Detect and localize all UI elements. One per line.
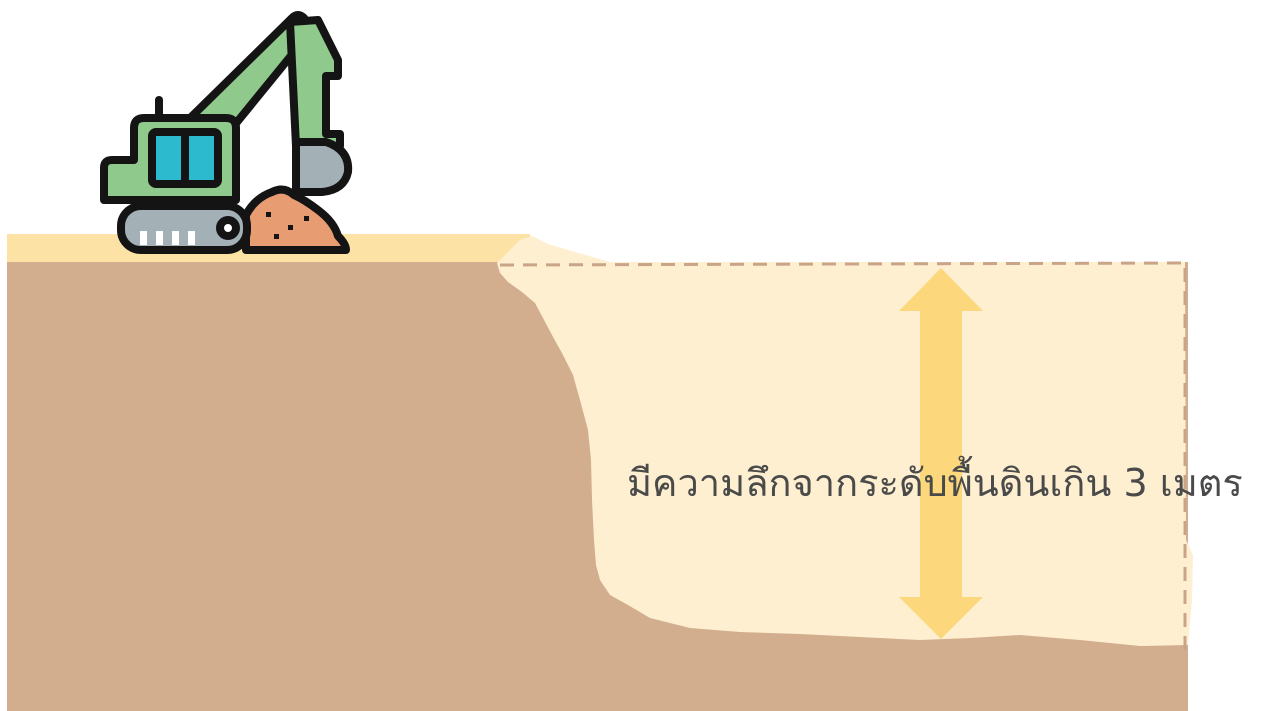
depth-label: มีความลึกจากระดับพื้นดินเกิน 3 เมตร xyxy=(627,453,1267,513)
soil-pile xyxy=(246,190,346,250)
excavator-icon xyxy=(104,15,348,250)
excavator-track-wheel xyxy=(220,220,236,236)
excavator-stick xyxy=(290,20,340,146)
excavator-bucket xyxy=(296,142,348,192)
